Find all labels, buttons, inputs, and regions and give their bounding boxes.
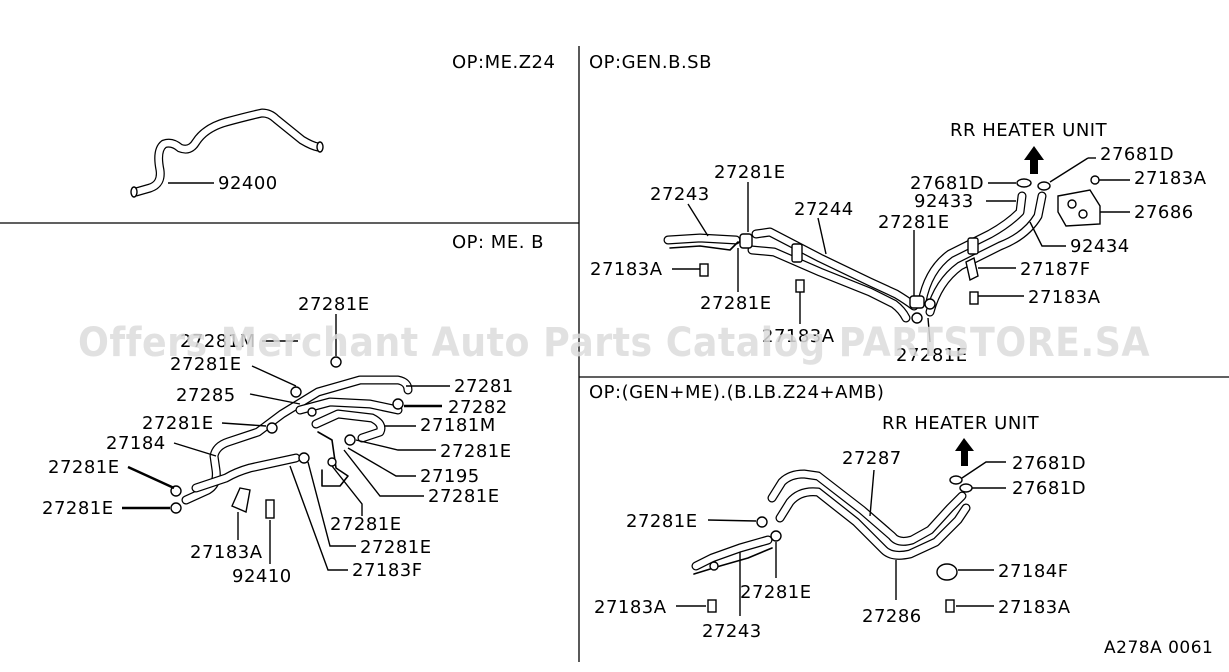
callout-tr-0: 27281E bbox=[714, 162, 786, 183]
callout-ml-0: 27281E bbox=[298, 294, 370, 315]
callout-br-2: 27681D bbox=[1012, 478, 1086, 499]
callout-ml-11: 27281E bbox=[440, 441, 512, 462]
callout-ml-6: 27281E bbox=[48, 457, 120, 478]
section-title-bottom-right: OP:(GEN+ME).(B.LB.Z24+AMB) bbox=[589, 382, 884, 403]
callout-ml-9: 27282 bbox=[448, 397, 508, 418]
callout-tr-4: 27281E bbox=[700, 293, 772, 314]
callout-br-0: 27287 bbox=[842, 448, 902, 469]
diagram-code: A278A 0061 bbox=[1104, 638, 1213, 658]
callout-br-7: 27243 bbox=[702, 621, 762, 642]
callout-ml-1: 27281M bbox=[180, 331, 256, 352]
callout-tl-0: 92400 bbox=[218, 173, 278, 194]
callout-tr-7: 27281E bbox=[896, 345, 968, 366]
pipe-assembly-27286-27287 bbox=[691, 469, 973, 613]
callout-tr-6: 27281E bbox=[878, 212, 950, 233]
callout-ml-15: 27281E bbox=[360, 537, 432, 558]
callout-br-1: 27681D bbox=[1012, 453, 1086, 474]
callout-br-6: 27183A bbox=[594, 597, 667, 618]
callout-ml-4: 27281E bbox=[142, 413, 214, 434]
callout-tr-5: 27183A bbox=[762, 326, 835, 347]
hose-92400 bbox=[130, 108, 324, 198]
callout-ml-5: 27184 bbox=[106, 433, 166, 454]
callout-br-3: 27281E bbox=[626, 511, 698, 532]
callout-ml-17: 27183A bbox=[190, 542, 263, 563]
callout-tr-8: 27681D bbox=[910, 173, 984, 194]
callout-tr-10: 27681D bbox=[1100, 144, 1174, 165]
callout-br-4: 27281E bbox=[740, 582, 812, 603]
rr-heater-unit-label-top: RR HEATER UNIT bbox=[950, 120, 1108, 141]
callout-ml-13: 27281E bbox=[428, 486, 500, 507]
pipe-assembly-27281 bbox=[170, 356, 413, 519]
callout-tr-11: 27183A bbox=[1134, 168, 1207, 189]
callout-tr-14: 27187F bbox=[1020, 259, 1091, 280]
callout-br-8: 27286 bbox=[862, 606, 922, 627]
rr-heater-unit-label-bottom: RR HEATER UNIT bbox=[882, 413, 1040, 434]
callout-ml-16: 27183F bbox=[352, 560, 423, 581]
up-arrow-icon bbox=[1024, 146, 1044, 174]
section-title-top-right: OP:GEN.B.SB bbox=[589, 52, 712, 73]
callout-ml-8: 27281 bbox=[454, 376, 514, 397]
callout-ml-2: 27281E bbox=[170, 354, 242, 375]
callout-br-9: 27183A bbox=[998, 597, 1071, 618]
callout-tr-15: 27183A bbox=[1028, 287, 1101, 308]
callout-ml-18: 92410 bbox=[232, 566, 292, 587]
callout-tr-9: 92433 bbox=[914, 191, 974, 212]
callout-tr-1: 27243 bbox=[650, 184, 710, 205]
callout-tr-2: 27244 bbox=[794, 199, 854, 220]
callout-ml-12: 27195 bbox=[420, 466, 480, 487]
up-arrow-icon-bottom bbox=[955, 438, 974, 466]
callout-tr-12: 27686 bbox=[1134, 202, 1194, 223]
callout-br-5: 27184F bbox=[998, 561, 1069, 582]
callout-tr-3: 27183A bbox=[590, 259, 663, 280]
section-title-mid-left: OP: ME. B bbox=[452, 232, 544, 253]
callout-ml-14: 27281E bbox=[330, 514, 402, 535]
callout-tr-13: 92434 bbox=[1070, 236, 1130, 257]
callout-ml-7: 27281E bbox=[42, 498, 114, 519]
pipe-assembly-27244 bbox=[663, 175, 1101, 324]
watermark: Offers Merchant Auto Parts Catalog PARTS… bbox=[78, 320, 1150, 366]
callout-ml-3: 27285 bbox=[176, 385, 236, 406]
section-title-top-left: OP:ME.Z24 bbox=[452, 52, 555, 73]
callout-ml-10: 27181M bbox=[420, 415, 496, 436]
